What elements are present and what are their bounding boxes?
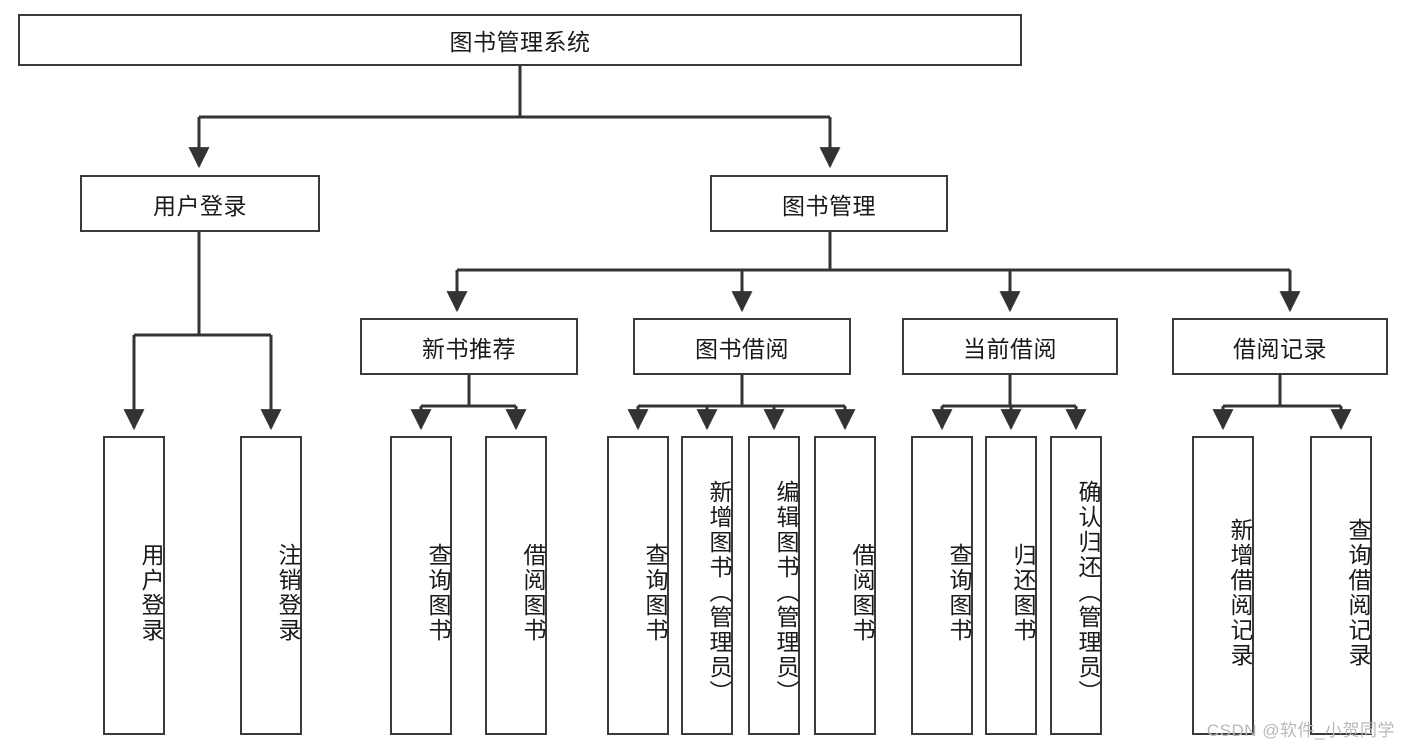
node-user-login[interactable]: 用户登录 [80,175,320,232]
node-leaf-query-book-1[interactable]: 查询图书 [390,436,452,735]
node-leaf-borrow-book-1-label: 借阅图书 [520,542,546,643]
node-new-book-recommend[interactable]: 新书推荐 [360,318,578,375]
node-leaf-add-borrow-record[interactable]: 新增借阅记录 [1192,436,1254,735]
node-current-borrow-label: 当前借阅 [963,335,1057,362]
node-leaf-user-login-label: 用户登录 [138,542,164,643]
node-leaf-borrow-book-2[interactable]: 借阅图书 [814,436,876,735]
node-borrow-record-label: 借阅记录 [1233,335,1327,362]
node-leaf-query-book-2-label: 查询图书 [642,542,668,643]
node-leaf-user-login[interactable]: 用户登录 [103,436,165,735]
node-book-management-label: 图书管理 [782,192,876,219]
node-leaf-add-borrow-record-label: 新增借阅记录 [1227,517,1253,668]
node-user-login-label: 用户登录 [153,192,247,219]
node-book-management[interactable]: 图书管理 [710,175,948,232]
node-leaf-borrow-book-2-label: 借阅图书 [849,542,875,643]
node-leaf-query-book-2[interactable]: 查询图书 [607,436,669,735]
node-leaf-confirm-return-admin-label: 确认归还（管理员） [1075,480,1101,705]
node-leaf-query-book-3[interactable]: 查询图书 [911,436,973,735]
node-leaf-add-book-admin[interactable]: 新增图书（管理员） [681,436,733,735]
node-leaf-edit-book-admin[interactable]: 编辑图书（管理员） [748,436,800,735]
node-leaf-query-borrow-record-label: 查询借阅记录 [1345,517,1371,668]
node-leaf-edit-book-admin-label: 编辑图书（管理员） [773,480,799,705]
node-leaf-logout-label: 注销登录 [275,542,301,643]
node-leaf-return-book-label: 归还图书 [1010,542,1036,643]
node-leaf-query-book-1-label: 查询图书 [425,542,451,643]
node-root-label: 图书管理系统 [449,29,591,55]
node-new-book-recommend-label: 新书推荐 [422,335,516,362]
node-leaf-borrow-book-1[interactable]: 借阅图书 [485,436,547,735]
watermark: CSDN @软件_小贺同学 [1206,721,1395,740]
node-current-borrow[interactable]: 当前借阅 [902,318,1118,375]
node-leaf-add-book-admin-label: 新增图书（管理员） [706,480,732,705]
node-leaf-query-book-3-label: 查询图书 [946,542,972,643]
node-borrow-record[interactable]: 借阅记录 [1172,318,1388,375]
node-root[interactable]: 图书管理系统 [18,14,1022,66]
node-leaf-logout[interactable]: 注销登录 [240,436,302,735]
node-book-borrow-label: 图书借阅 [695,335,789,362]
node-leaf-return-book[interactable]: 归还图书 [985,436,1037,735]
node-leaf-confirm-return-admin[interactable]: 确认归还（管理员） [1050,436,1102,735]
node-book-borrow[interactable]: 图书借阅 [633,318,851,375]
node-leaf-query-borrow-record[interactable]: 查询借阅记录 [1310,436,1372,735]
